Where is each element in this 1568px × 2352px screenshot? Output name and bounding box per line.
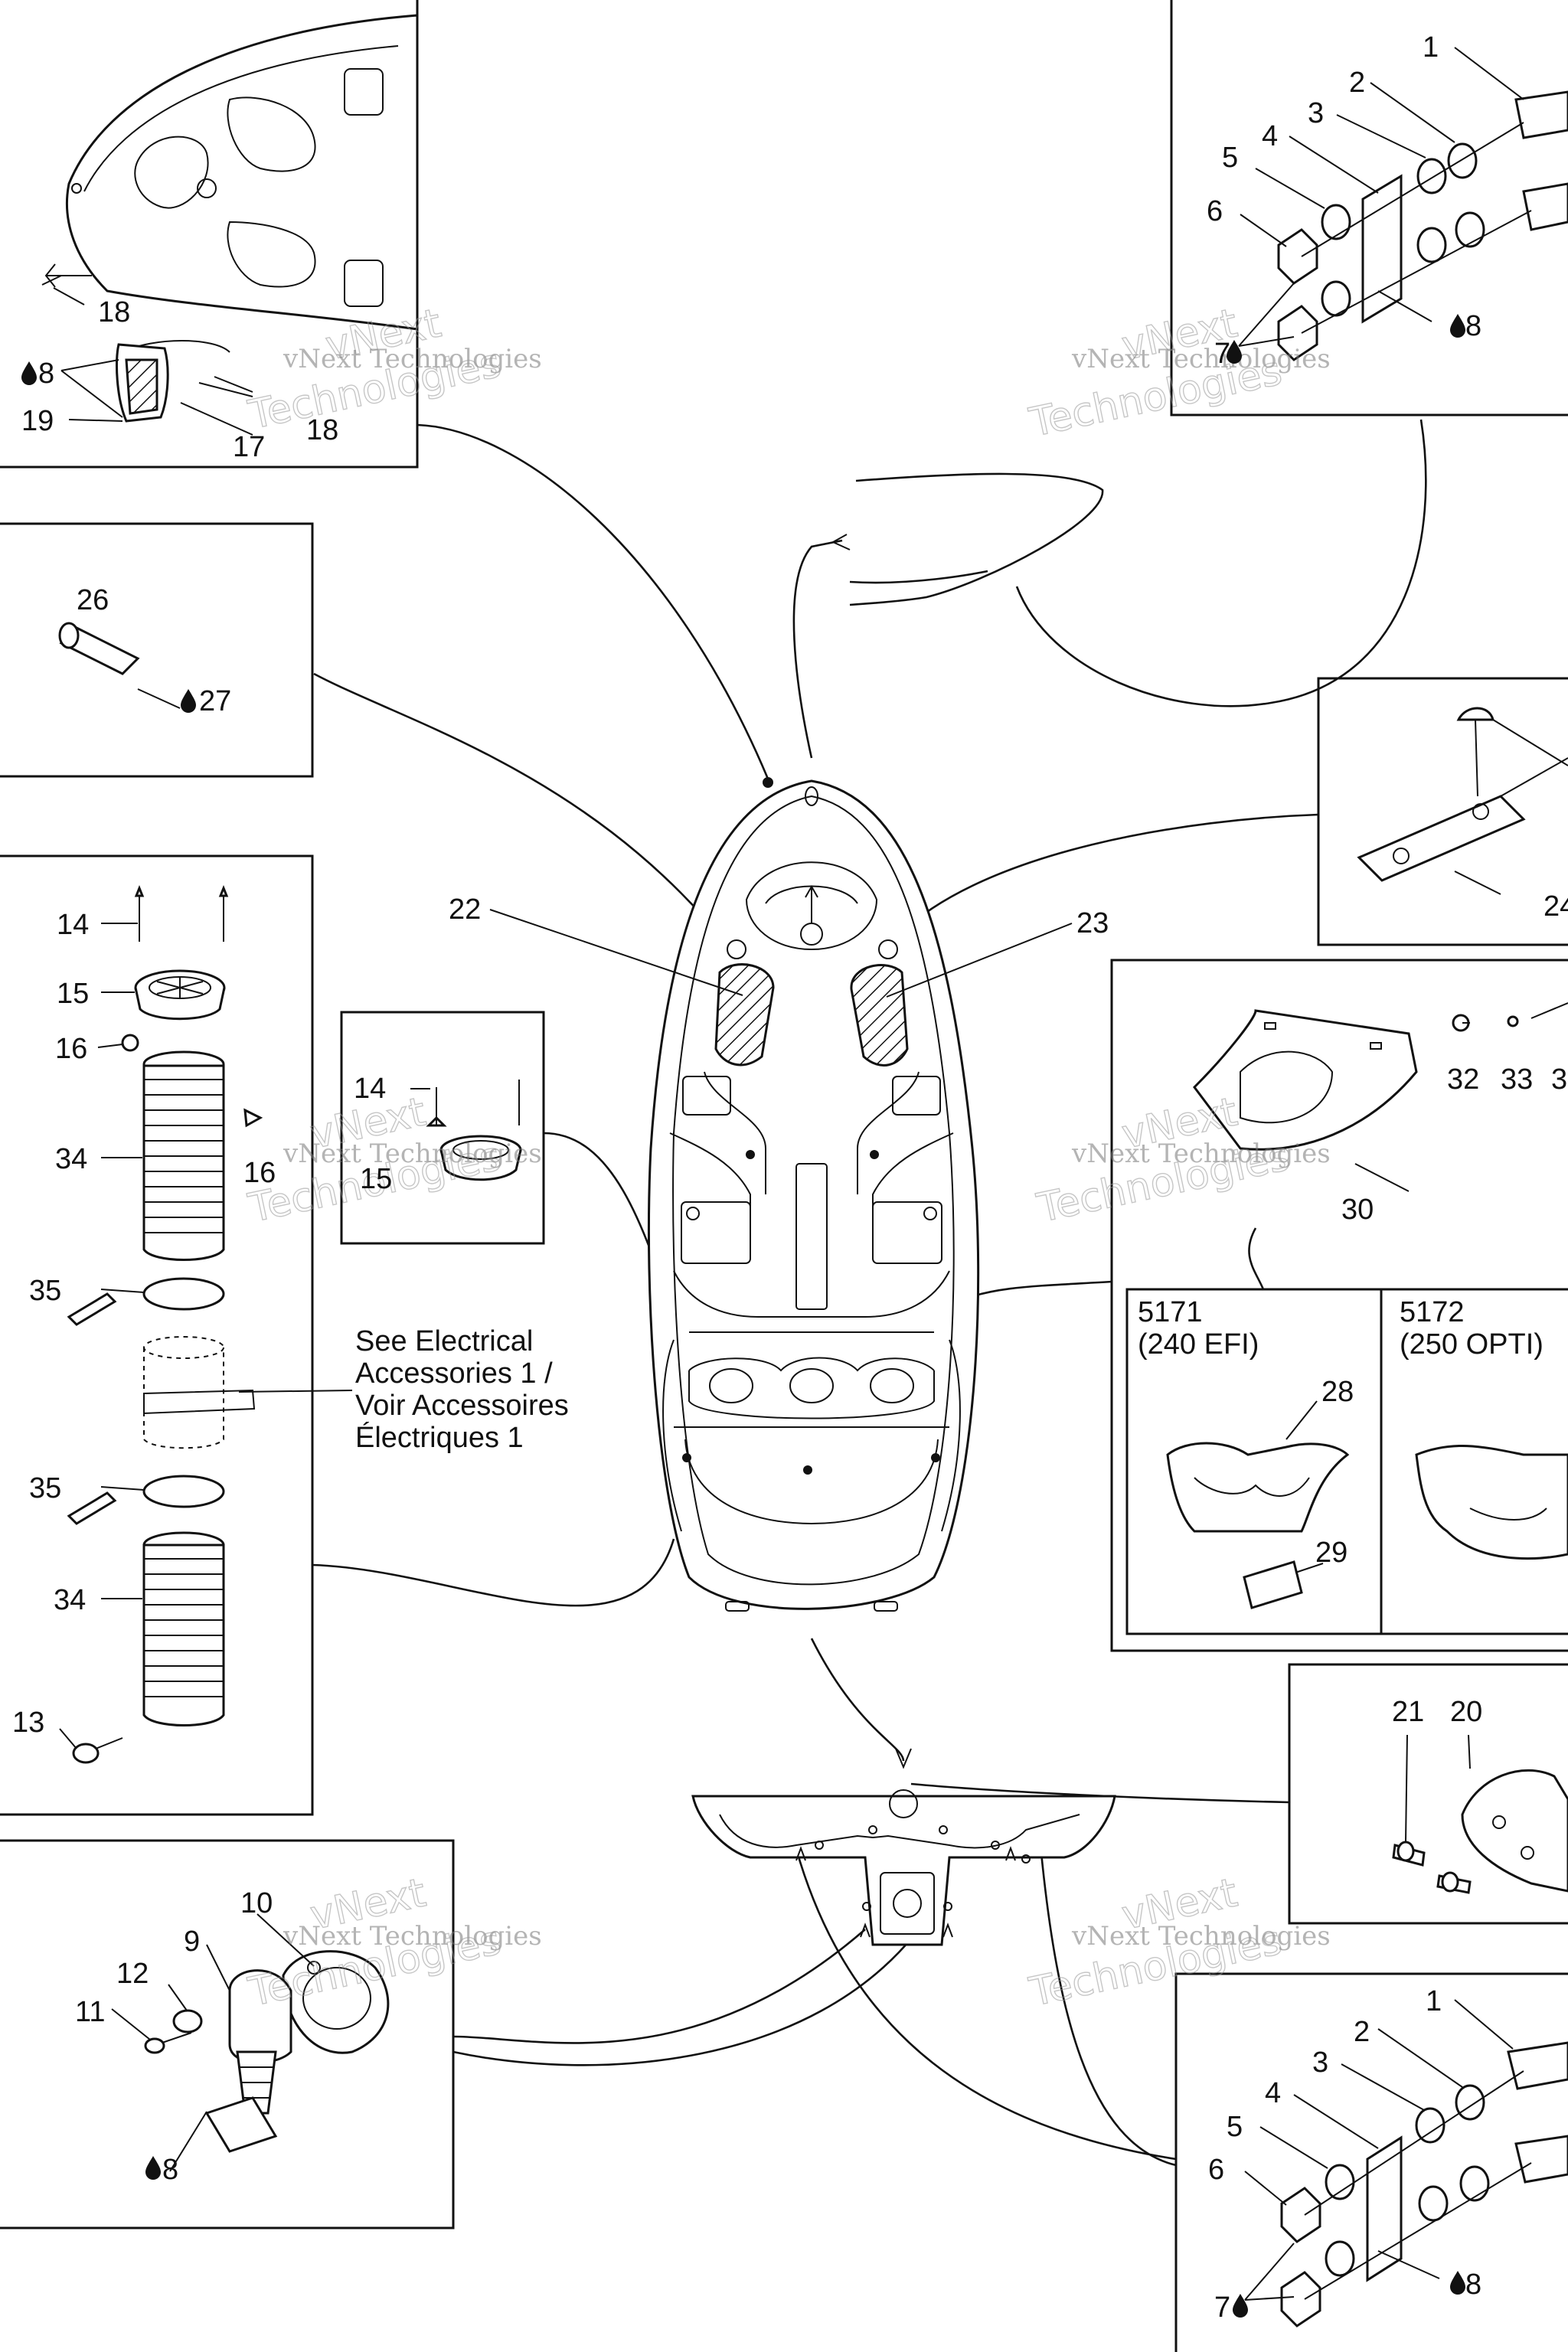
callout-4: 4: [1262, 120, 1278, 152]
variant-b-code: 5172: [1400, 1296, 1465, 1328]
callout-18: 18: [98, 296, 130, 328]
watermark-line2: vNext Technologies: [283, 1138, 542, 1169]
watermark-line2: vNext Technologies: [1071, 1138, 1331, 1169]
callout-2: 2: [1349, 67, 1365, 99]
callout-16: 16: [243, 1157, 276, 1189]
callout-28: 28: [1321, 1376, 1354, 1408]
bracket-plate-drawing: [1357, 707, 1568, 882]
callout-24: 24: [1544, 890, 1568, 923]
callout-34: 34: [54, 1584, 86, 1616]
callout-9: 9: [184, 1926, 200, 1958]
callout-labels: 1 2 3 4 5 6 7 8 18 8 19 17 18 26 27 14 1…: [12, 31, 1568, 2324]
callout-3: 3: [1312, 2047, 1328, 2079]
note-line3: Voir Accessoires: [355, 1390, 569, 1422]
variant-a-code: 5171: [1138, 1296, 1203, 1328]
callout-17: 17: [233, 431, 265, 463]
callout-35: 35: [29, 1275, 61, 1307]
leader-lines: [53, 47, 1524, 2301]
callout-8: 8: [1465, 310, 1481, 342]
note-line4: Électriques 1: [355, 1421, 524, 1454]
callout-13: 13: [12, 1707, 44, 1739]
callout-7: 7: [1214, 2292, 1230, 2324]
callout-34: 34: [55, 1143, 87, 1175]
transom-drawing: [691, 1789, 1116, 1946]
callout-8: 8: [1465, 2269, 1481, 2301]
callout-11: 11: [75, 1996, 105, 2028]
callout-3: 3: [1308, 97, 1324, 129]
oil-drop-icon: [145, 2156, 161, 2180]
callout-23: 23: [1076, 907, 1109, 939]
callout-18: 18: [306, 414, 338, 446]
variant-headings: 5171 (240 EFI) 5172 (250 OPTI): [1138, 1296, 1544, 1361]
boat-deck-drawing: [647, 777, 980, 1612]
callout-4: 4: [1265, 2077, 1281, 2109]
drain-plug-drawing: [144, 1950, 390, 2153]
callout-15: 15: [360, 1163, 392, 1195]
callout-8: 8: [162, 2154, 178, 2186]
callout-30: 30: [1341, 1194, 1374, 1226]
callout-7: 7: [1214, 338, 1230, 370]
callout-14: 14: [57, 909, 89, 941]
callout-21: 21: [1392, 1696, 1424, 1728]
clip-drawing: [1392, 1769, 1568, 1894]
callout-33: 33: [1501, 1063, 1533, 1096]
callout-15: 15: [57, 978, 89, 1010]
fastener-stack-bottom: [1280, 2041, 1568, 2328]
seat-drawing: [1166, 1002, 1568, 1609]
callout-32: 32: [1447, 1063, 1479, 1096]
callout-26: 26: [77, 584, 109, 616]
variant-b-desc: (250 OPTI): [1400, 1328, 1544, 1361]
bow-detail-drawing: [41, 14, 419, 423]
callout-5: 5: [1222, 142, 1238, 174]
callout-3: 3: [1551, 1063, 1567, 1096]
callout-14: 14: [354, 1073, 386, 1105]
callout-16: 16: [55, 1033, 87, 1065]
callout-6: 6: [1207, 195, 1223, 227]
note-line1: See Electrical: [355, 1325, 533, 1357]
callout-35: 35: [29, 1472, 61, 1504]
callout-27: 27: [199, 685, 231, 717]
oil-drop-icon: [1450, 2271, 1465, 2295]
callout-20: 20: [1450, 1696, 1482, 1728]
oil-drop-icon: [1233, 2294, 1248, 2318]
watermark-line2: vNext Technologies: [283, 344, 542, 374]
oil-drop-icon: [1450, 314, 1465, 338]
note-line2: Accessories 1 /: [355, 1357, 553, 1390]
watermark-line2: vNext Technologies: [283, 1921, 542, 1952]
callout-22: 22: [449, 893, 481, 926]
callout-12: 12: [116, 1958, 149, 1990]
callout-8: 8: [38, 358, 54, 390]
electrical-note: See Electrical Accessories 1 / Voir Acce…: [355, 1325, 569, 1454]
watermark-line2: vNext Technologies: [1071, 344, 1331, 374]
fastener-stack-top: [1277, 90, 1568, 361]
callout-1: 1: [1426, 1985, 1442, 2017]
oil-drop-icon: [181, 689, 196, 713]
variant-a-desc: (240 EFI): [1138, 1328, 1259, 1361]
callout-1: 1: [1423, 31, 1439, 64]
callout-29: 29: [1315, 1537, 1348, 1569]
funnel-stack-drawing: [58, 622, 522, 1764]
callout-5: 5: [1227, 2111, 1243, 2143]
oil-drop-icon: [21, 361, 37, 385]
callout-10: 10: [240, 1887, 273, 1919]
callout-19: 19: [21, 405, 54, 437]
callout-2: 2: [1354, 2016, 1370, 2048]
watermark-line2: vNext Technologies: [1071, 1921, 1331, 1952]
callout-6: 6: [1208, 2154, 1224, 2186]
